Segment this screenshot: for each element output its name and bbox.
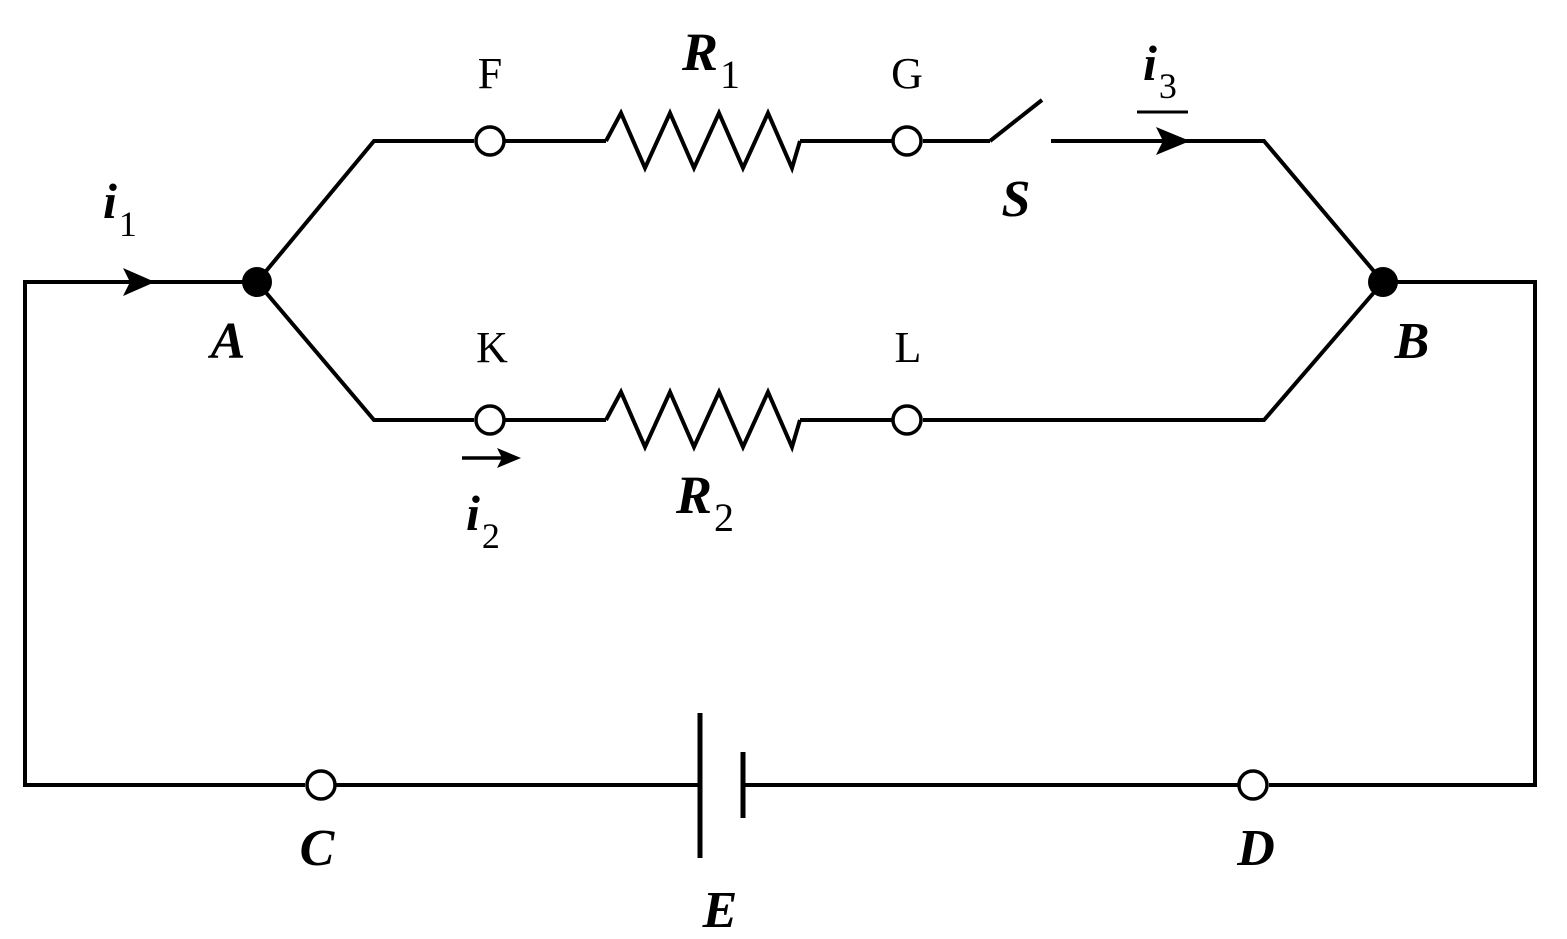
resistor-r2: [604, 387, 802, 453]
wire-switch-to-b: [1051, 139, 1385, 284]
label-e: E: [702, 882, 738, 939]
terminal-g: [891, 125, 923, 157]
label-g: G: [891, 49, 923, 98]
terminal-k: [474, 404, 506, 436]
wire-left-outer: [23, 280, 305, 787]
label-k: K: [476, 323, 508, 372]
label-b: B: [1394, 313, 1430, 370]
label-r1: R1: [681, 22, 740, 97]
terminal-f: [474, 125, 506, 157]
terminal-l: [891, 404, 923, 436]
wire-l-to-b: [923, 280, 1385, 422]
terminal-d: [1237, 769, 1269, 801]
label-a: A: [208, 313, 246, 370]
junction-a-dot: [242, 267, 272, 297]
label-f: F: [478, 49, 502, 98]
label-switch: S: [1002, 171, 1031, 228]
arrow-i3-icon: [1156, 127, 1190, 155]
terminal-c: [305, 769, 337, 801]
label-d: D: [1236, 820, 1275, 877]
arrow-i2-icon: [462, 448, 521, 468]
label-l: L: [895, 323, 922, 372]
label-i2: i2: [466, 485, 500, 556]
label-r2: R2: [675, 465, 734, 540]
switch-blade: [988, 98, 1044, 143]
wire-a-to-k: [255, 280, 474, 422]
junction-b-dot: [1368, 267, 1398, 297]
label-i3: i3: [1143, 35, 1177, 106]
resistor-r1: [604, 108, 802, 174]
wire-a-to-f: [255, 139, 474, 284]
arrow-i1-icon: [123, 268, 155, 296]
wire-right-outer: [1269, 280, 1537, 787]
label-i1: i1: [103, 173, 137, 244]
label-c: C: [300, 820, 336, 877]
